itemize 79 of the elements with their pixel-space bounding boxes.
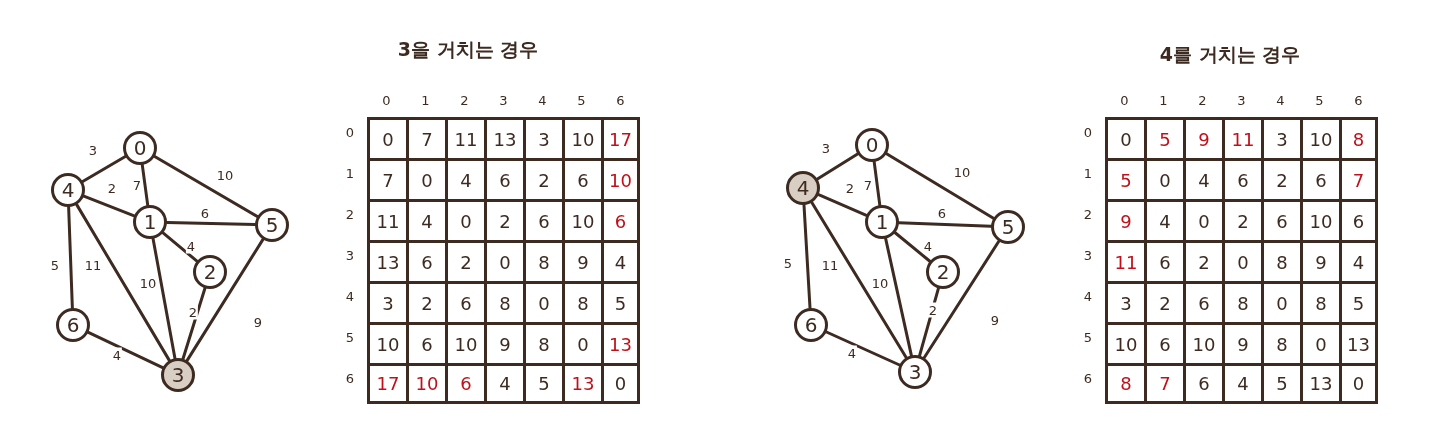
vertex-circle: 2 — [926, 255, 960, 289]
edge-line — [140, 163, 150, 207]
table-title: 3을 거치는 경우 — [397, 37, 539, 62]
edge-line — [802, 203, 812, 310]
edge-line — [165, 220, 257, 227]
vertex-circle: 3 — [161, 358, 195, 392]
vertex-circle: 6 — [794, 308, 828, 342]
row-number: 6 — [1083, 370, 1093, 385]
column-number: 3 — [499, 92, 508, 108]
vertex-circle: 4 — [786, 171, 820, 205]
row-number: 1 — [345, 165, 355, 180]
edge-line — [86, 330, 165, 370]
vertex-circle: 5 — [991, 210, 1025, 244]
table-cell: 17 — [601, 117, 640, 161]
table-cell: 0 — [1105, 117, 1147, 161]
column-number: 1 — [421, 92, 430, 108]
edge-line — [893, 231, 932, 263]
table-cell: 8 — [1105, 363, 1147, 404]
vertex-circle: 1 — [865, 205, 899, 239]
column-number: 1 — [1159, 92, 1168, 108]
edge-line — [884, 237, 913, 357]
edge-line — [181, 286, 207, 361]
vertex-circle: 2 — [193, 255, 227, 289]
edge-line — [82, 194, 136, 218]
edge-line — [75, 203, 171, 362]
vertex-circle: 3 — [898, 355, 932, 389]
row-number: 3 — [345, 247, 355, 262]
edge-line — [815, 152, 860, 181]
edge-line — [67, 205, 74, 310]
edge-line — [81, 155, 127, 183]
edge-line — [922, 239, 1001, 360]
column-number: 6 — [1354, 92, 1363, 108]
table-cell: 0 — [367, 117, 409, 161]
edge-line — [872, 160, 882, 207]
table-cell: 0 — [1339, 363, 1378, 404]
edge-line — [153, 155, 259, 218]
table-cell: 0 — [601, 363, 640, 404]
edge-label: 2 — [187, 304, 199, 320]
edge-line — [817, 193, 868, 217]
row-number: 1 — [1083, 165, 1093, 180]
column-number: 4 — [1276, 92, 1285, 108]
row-number: 3 — [1083, 247, 1093, 262]
row-number: 5 — [345, 329, 355, 344]
row-number: 2 — [1083, 206, 1093, 221]
row-number: 6 — [345, 370, 355, 385]
table-title: 4를 거치는 경우 — [1159, 42, 1301, 67]
column-number: 0 — [1120, 92, 1129, 108]
column-number: 5 — [577, 92, 586, 108]
column-number: 0 — [382, 92, 391, 108]
vertex-circle: 0 — [123, 131, 157, 165]
table-cell: 8 — [1339, 117, 1378, 161]
edge-line — [897, 221, 993, 228]
column-number: 5 — [1315, 92, 1324, 108]
row-number: 4 — [1083, 288, 1093, 303]
row-number: 4 — [345, 288, 355, 303]
column-number: 3 — [1237, 92, 1246, 108]
edge-label: 4 — [846, 345, 858, 361]
vertex-circle: 6 — [56, 308, 90, 342]
vertex-circle: 5 — [255, 208, 289, 242]
edge-line — [185, 237, 265, 363]
vertex-circle: 0 — [855, 128, 889, 162]
row-number: 0 — [1083, 124, 1093, 139]
edge-label: 4 — [111, 347, 123, 363]
table-cell: 17 — [367, 363, 409, 404]
row-number: 0 — [345, 124, 355, 139]
edge-line — [810, 201, 908, 359]
vertex-circle: 4 — [51, 173, 85, 207]
column-number: 4 — [538, 92, 547, 108]
vertex-circle: 1 — [133, 205, 167, 239]
row-number: 2 — [345, 206, 355, 221]
column-number: 2 — [460, 92, 469, 108]
row-number: 5 — [1083, 329, 1093, 344]
edge-line — [151, 237, 177, 360]
edge-line — [885, 152, 995, 220]
column-number: 2 — [1198, 92, 1207, 108]
edge-label: 2 — [927, 302, 939, 318]
column-number: 6 — [616, 92, 625, 108]
edge-line — [161, 231, 199, 263]
edge-line — [825, 330, 901, 367]
